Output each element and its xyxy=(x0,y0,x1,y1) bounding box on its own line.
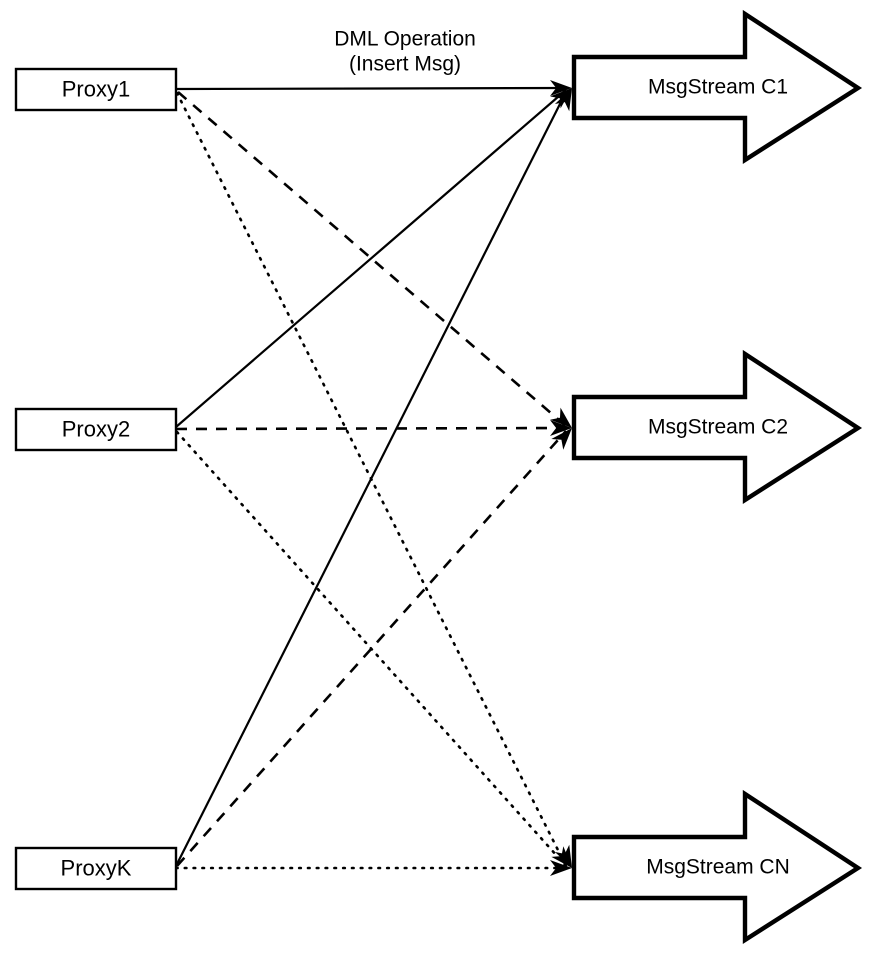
edge-proxy2-to-stream-cn xyxy=(175,430,568,868)
proxy-node-proxyk[interactable]: ProxyK xyxy=(14,846,178,891)
caption-dml-operation: DML Operation xyxy=(334,28,476,51)
streams-layer: MsgStream C1 MsgStream C2 MsgStream CN xyxy=(571,9,863,945)
caption-layer: DML Operation (Insert Msg) xyxy=(334,28,476,76)
stream-arrow-shape xyxy=(571,349,863,505)
arrowhead-icon xyxy=(550,407,572,428)
proxy-node-proxy1[interactable]: Proxy1 xyxy=(14,67,178,112)
arrowhead-icon xyxy=(550,80,572,96)
arrowhead-icon xyxy=(550,88,572,109)
arrowhead-icon xyxy=(550,420,572,436)
stream-label: MsgStream C2 xyxy=(648,416,788,439)
arrowhead-icon xyxy=(550,860,572,876)
caption-insert-msg: (Insert Msg) xyxy=(349,53,461,76)
stream-label: MsgStream C1 xyxy=(648,76,788,99)
edge-proxyk-to-stream-c2 xyxy=(176,430,567,867)
proxy-label: Proxy2 xyxy=(62,416,130,441)
proxy-box xyxy=(14,846,178,891)
proxy-label: Proxy1 xyxy=(62,76,130,101)
proxy-box xyxy=(14,407,178,452)
stream-arrow-stream-c2[interactable]: MsgStream C2 xyxy=(571,349,863,505)
edge-proxy2-to-stream-c1 xyxy=(175,89,567,428)
arrowheads-layer xyxy=(550,80,572,876)
edge-proxy2-to-stream-c2 xyxy=(175,426,567,431)
arrowhead-icon xyxy=(554,88,572,112)
stream-arrow-stream-c1[interactable]: MsgStream C1 xyxy=(571,9,863,165)
proxy-box xyxy=(14,67,178,112)
edges-layer xyxy=(174,86,568,870)
stream-arrow-stream-cn[interactable]: MsgStream CN xyxy=(571,789,863,945)
edge-proxy1-to-stream-c2 xyxy=(177,91,567,427)
proxy-node-proxy2[interactable]: Proxy2 xyxy=(14,407,178,452)
arrowhead-icon xyxy=(551,846,572,868)
edge-proxy1-to-stream-c1 xyxy=(175,86,567,91)
stream-arrow-shape xyxy=(571,9,863,165)
stream-label: MsgStream CN xyxy=(646,856,790,879)
stream-arrow-shape xyxy=(571,789,863,945)
proxy-label: ProxyK xyxy=(61,855,132,880)
edge-proxyk-to-stream-c1 xyxy=(175,91,567,867)
arrowhead-icon xyxy=(551,428,572,450)
